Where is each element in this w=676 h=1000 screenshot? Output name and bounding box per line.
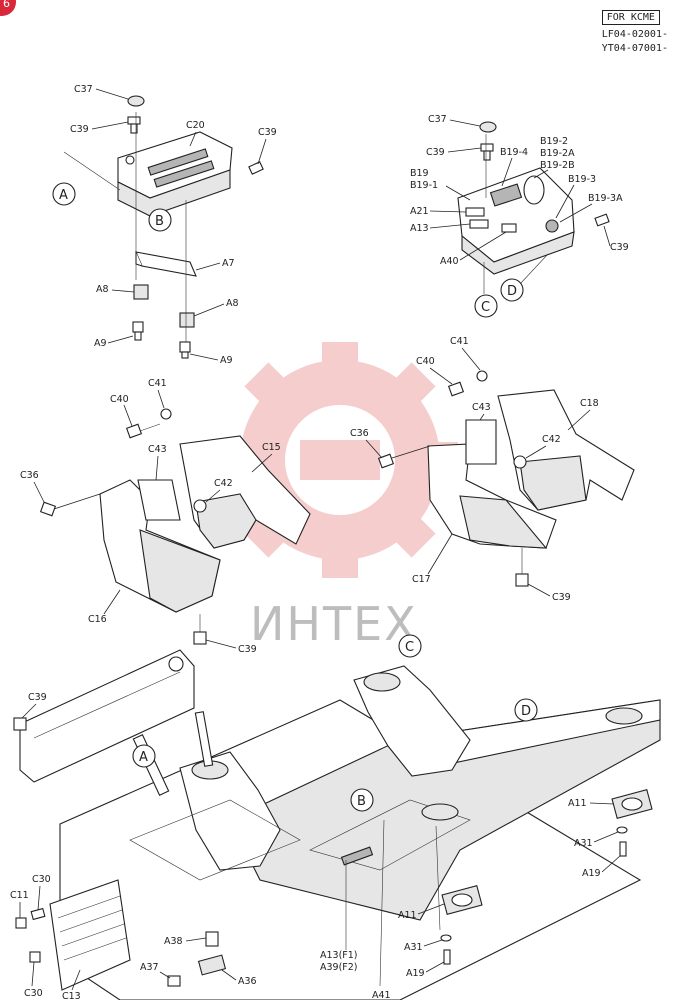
label-b19-3: B19-3: [568, 174, 596, 185]
label-c41: C41: [148, 378, 167, 389]
label-b19-2: B19-2: [540, 136, 568, 147]
console-b19-assembly: [457, 121, 610, 294]
label-c13: C13: [62, 991, 81, 1000]
label-a37: A37: [140, 962, 159, 973]
label-a41: A41: [372, 990, 391, 1000]
label-a19: A19: [582, 868, 601, 879]
label-a38: A38: [164, 936, 183, 947]
label-a7: A7: [222, 258, 235, 269]
label-a36: A36: [238, 976, 257, 987]
callout-d-bottom: D: [521, 704, 531, 719]
callout-a-top: A: [59, 188, 68, 203]
label-b19-2b: B19-2B: [540, 160, 575, 171]
label-c15: C15: [262, 442, 281, 453]
callout-c-bottom: C: [405, 640, 414, 655]
label-c43: C43: [148, 444, 167, 455]
label-c39: C39: [426, 147, 445, 158]
label-a8: A8: [96, 284, 109, 295]
label-b19-3a: B19-3A: [588, 193, 623, 204]
label-a9: A9: [220, 355, 233, 366]
label-a9: A9: [94, 338, 107, 349]
label-a11: A11: [398, 910, 417, 921]
label-c37: C37: [428, 114, 447, 125]
serial-2: YT04-07001-: [601, 43, 668, 54]
label-b19: B19: [410, 168, 429, 179]
label-a11: A11: [568, 798, 587, 809]
label-c30: C30: [32, 874, 51, 885]
label-b19-4: B19-4: [500, 147, 528, 158]
side-cover-c16-c15: [39, 408, 311, 645]
serial-list: LF04-02001- YT04-07001-: [602, 28, 668, 56]
label-c39: C39: [238, 644, 257, 655]
label-c39: C39: [70, 124, 89, 135]
callout-d-top: D: [507, 284, 517, 299]
label-c40: C40: [110, 394, 129, 405]
side-cover-c17-c18: [377, 370, 635, 587]
label-c42: C42: [542, 434, 561, 445]
callout-circles: A B C D C D A B: [52, 182, 538, 812]
label-c30: C30: [24, 988, 43, 999]
label-c17: C17: [412, 574, 431, 585]
watermark-text: ИНТЕХ: [250, 597, 418, 651]
callout-b-top: B: [155, 214, 164, 229]
label-c11: C11: [10, 890, 29, 901]
label-a8: A8: [226, 298, 239, 309]
label-c39: C39: [552, 592, 571, 603]
label-c39: C39: [28, 692, 47, 703]
label-a31: A31: [574, 838, 593, 849]
label-c37: C37: [74, 84, 93, 95]
callout-b-bottom: B: [357, 794, 366, 809]
label-b19-1: B19-1: [410, 180, 438, 191]
label-c40: C40: [416, 356, 435, 367]
label-c41: C41: [450, 336, 469, 347]
label-a31: A31: [404, 942, 423, 953]
cover-c20-assembly: [63, 95, 264, 359]
model-label: FOR KCME: [601, 10, 660, 25]
label-c42: C42: [214, 478, 233, 489]
label-c39: C39: [258, 127, 277, 138]
label-a13: A13: [410, 223, 429, 234]
label-a13-f1: A13(F1): [320, 950, 358, 961]
label-a40: A40: [440, 256, 459, 267]
callout-a-bottom: A: [139, 750, 148, 765]
label-c20: C20: [186, 120, 205, 131]
label-c18: C18: [580, 398, 599, 409]
label-b19-2a: B19-2A: [540, 148, 575, 159]
chassis-frame: [13, 649, 661, 1000]
label-c36: C36: [20, 470, 39, 481]
label-c36: C36: [350, 428, 369, 439]
label-c16: C16: [88, 614, 107, 625]
header-box: FOR KCME LF04-02001- YT04-07001-: [601, 10, 668, 56]
part-labels: C37 C39 C20 C39 A7 A8 A8 A9 A9 C37 C39 B…: [10, 84, 629, 1000]
label-a21: A21: [410, 206, 429, 217]
callout-c-top: C: [481, 300, 490, 315]
label-a39-f2: A39(F2): [320, 962, 358, 973]
label-c43: C43: [472, 402, 491, 413]
label-c39: C39: [610, 242, 629, 253]
label-a19: A19: [406, 968, 425, 979]
serial-1: LF04-02001-: [601, 29, 668, 40]
